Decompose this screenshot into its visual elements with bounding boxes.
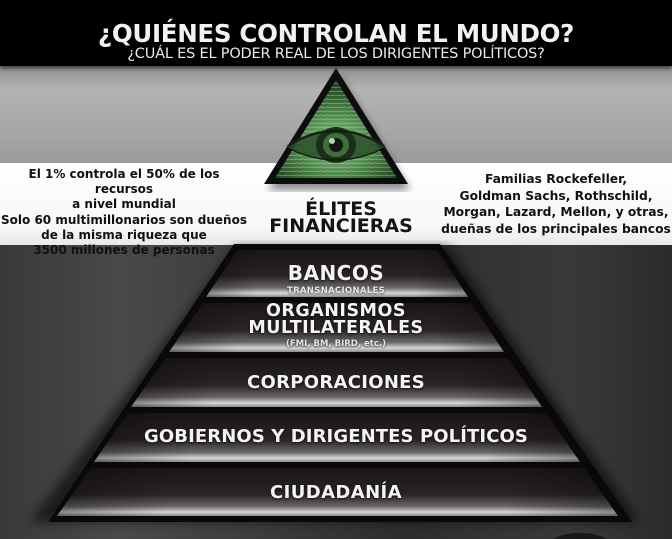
- families-line: Goldman Sachs, Rothschild,: [459, 188, 653, 203]
- stat-line: Solo 60 multimillonarios son dueños: [1, 212, 247, 227]
- tier-organismos-label: ORGANISMOS MULTILATERALES: [0, 301, 672, 338]
- tier-gobiernos: [94, 413, 580, 462]
- apex-label-line1: ÉLITES: [305, 198, 377, 220]
- tier-organismos-line2: MULTILATERALES: [248, 318, 424, 338]
- tier-organismos-sublabel: (FMI, BM, BIRD, etc.): [285, 339, 387, 349]
- tier-organismos-line1: ORGANISMOS: [266, 301, 406, 321]
- stat-line: 3500 millones de personas: [33, 243, 215, 258]
- tier-corporaciones-label: CORPORACIONES: [246, 372, 426, 393]
- power-pyramid: [30, 244, 640, 539]
- tier-bancos-label: BANCOS: [287, 261, 385, 285]
- apex-label: ÉLITES FINANCIERAS: [246, 198, 436, 237]
- tier-organismos: [169, 303, 504, 352]
- tier-ciudadania-label: CIUDADANÍA: [270, 482, 402, 503]
- tier-corporaciones: [131, 358, 542, 407]
- tier-gobiernos-label: GOBIERNOS Y DIRIGENTES POLÍTICOS: [144, 426, 528, 447]
- page-subtitle: ¿CUÁL ES EL PODER REAL DE LOS DIRIGENTES…: [127, 46, 545, 62]
- page-title: ¿QUIÉNES CONTROLAN EL MUNDO?: [97, 19, 575, 48]
- apex-label-line2: FINANCIERAS: [269, 215, 413, 237]
- header-banner: ¿QUIÉNES CONTROLAN EL MUNDO? ¿CUÁL ES EL…: [0, 0, 672, 66]
- stat-line: El 1% controla el 50% de los recursos: [28, 167, 220, 197]
- stat-line: de la misma riqueza que: [41, 227, 207, 242]
- tier-bancos: [206, 250, 468, 297]
- tier-bancos-sublabel: TRANSNACIONALES: [286, 286, 385, 296]
- wealth-stats-text: El 1% controla el 50% de los recursos a …: [0, 167, 248, 258]
- elite-families-text: Familias Rockefeller, Goldman Sachs, Rot…: [440, 171, 672, 237]
- all-seeing-eye-icon: [264, 68, 410, 190]
- families-line: dueñas de los principales bancos: [441, 221, 671, 236]
- families-line: Morgan, Lazard, Mellon, y otras,: [443, 205, 669, 219]
- tier-ciudadania: [57, 468, 618, 516]
- families-line: Familias Rockefeller,: [484, 172, 628, 186]
- stat-line: a nivel mundial: [72, 197, 176, 212]
